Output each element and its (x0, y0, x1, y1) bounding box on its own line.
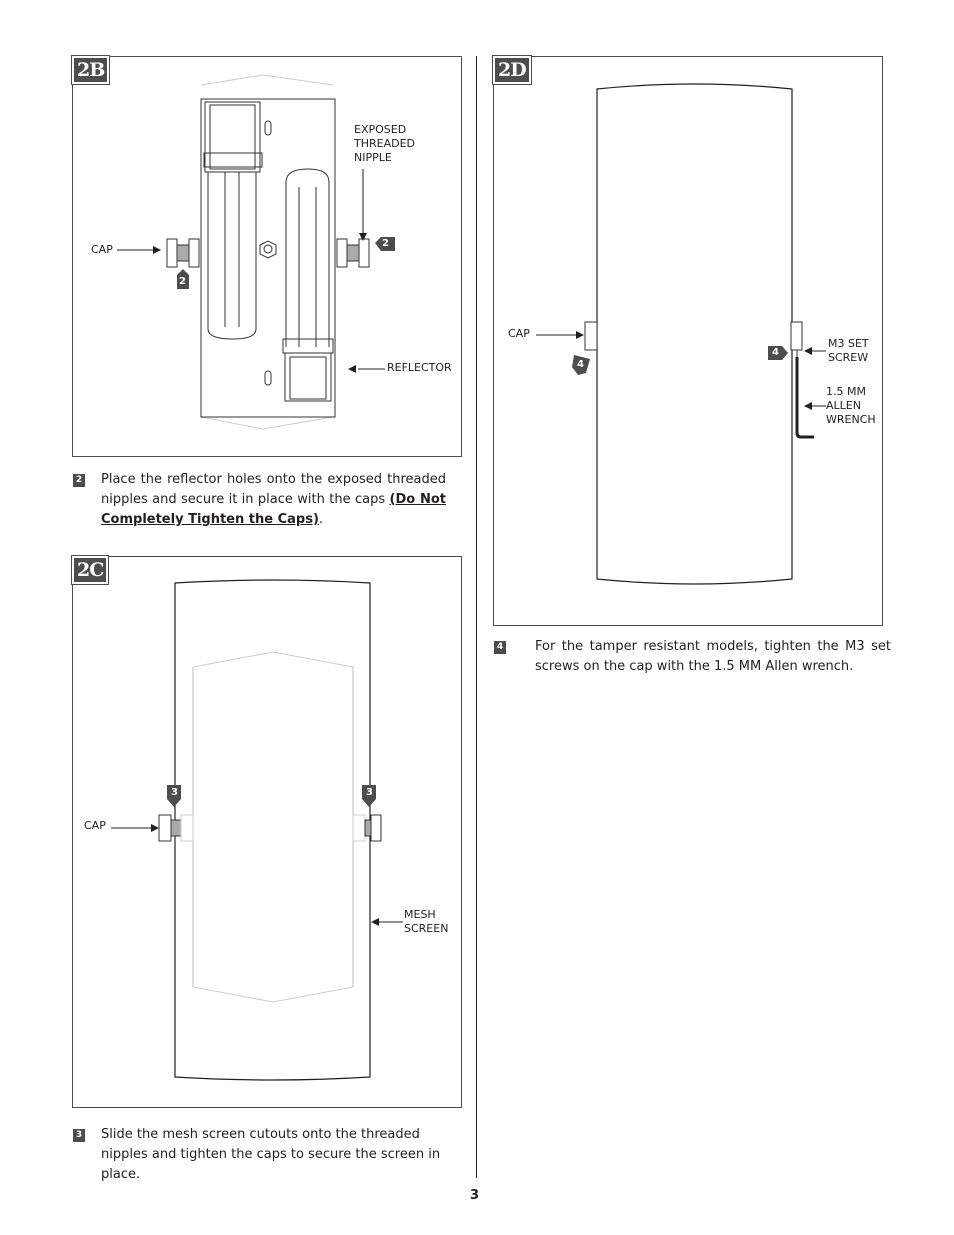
figure-2b-badge: 2B (70, 55, 111, 85)
figure-2c-badge: 2C (70, 555, 110, 585)
exposed-nipple-label: EXPOSED THREADED NIPPLE (354, 123, 415, 164)
callout-3-right: 3 (366, 787, 373, 798)
step-2-warning: (Do Not Completely Tighten the Caps) (101, 492, 446, 527)
step-2-period: . (318, 512, 324, 527)
step-3-number: 3 (73, 1129, 85, 1142)
step-4-text: For the tamper resistant models, tighten… (535, 639, 891, 674)
callout-2-left: 2 (179, 276, 186, 287)
allen-wrench-label: 1.5 MM ALLEN WRENCH (826, 385, 876, 426)
step-2-text: Place the reflector holes onto the expos… (101, 470, 446, 530)
step-4-number: 4 (494, 641, 506, 654)
step-3-text: Slide the mesh screen cutouts onto the t… (101, 1127, 441, 1182)
figure-2b-drawing (117, 74, 395, 430)
page-number: 3 (470, 1188, 480, 1203)
figure-2d-badge: 2D (492, 55, 532, 85)
mesh-screen-label: MESH SCREEN (404, 908, 449, 935)
figure-2d: 2D CAP M3 SET SCREW 1.5 MM ALLEN WRENCH … (492, 55, 883, 626)
cap-label: CAP (508, 327, 530, 340)
figure-2c-drawing (111, 579, 403, 1081)
figure-2c: 2C CAP MESH SCREEN 3 3 (70, 555, 462, 1108)
m3-set-screw-label: M3 SET SCREW (828, 337, 869, 364)
figure-2d-drawing (536, 83, 826, 585)
cap-label: CAP (91, 243, 113, 256)
figure-2b: 2B EXPOSED THREADED NIPPLE CAP REFLECTOR… (70, 55, 462, 457)
column-divider (476, 56, 477, 1178)
step-2-text-main: Place the reflector holes onto the expos… (101, 472, 446, 507)
callout-3-left: 3 (171, 787, 178, 798)
reflector-label: REFLECTOR (387, 361, 452, 374)
step-2-number: 2 (73, 474, 85, 487)
callout-4-right: 4 (772, 347, 779, 358)
callout-4-left: 4 (577, 359, 584, 370)
cap-label: CAP (84, 819, 106, 832)
callout-2-right: 2 (382, 238, 389, 249)
